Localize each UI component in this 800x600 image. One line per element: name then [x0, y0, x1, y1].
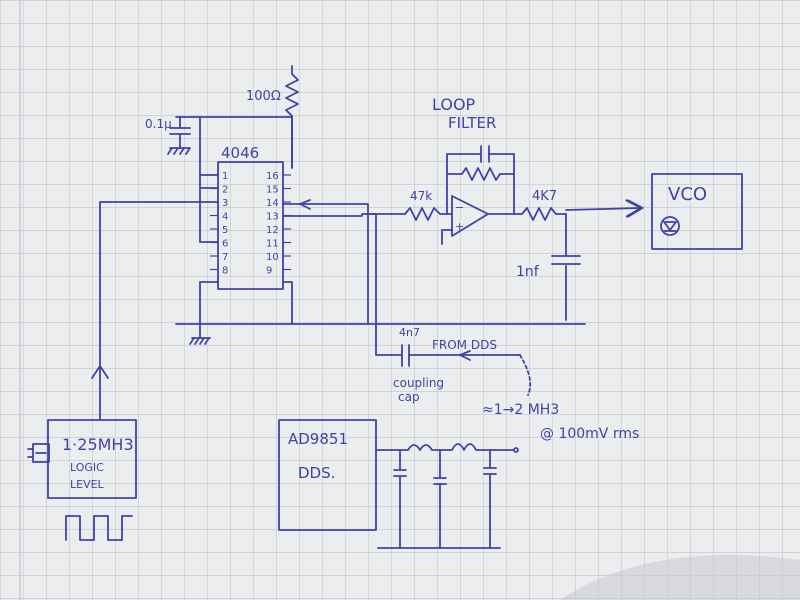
op-amp — [451, 195, 489, 237]
dds-coupling: 4n7 FROM DDS coupling cap ≈1→2 MH3 @ 100… — [393, 326, 639, 442]
pin14-arrow — [299, 199, 311, 210]
resistor-47k-label: 47k — [410, 189, 432, 203]
dds-signal-link — [519, 354, 532, 396]
filter-cap-label: 1nf — [516, 264, 540, 280]
decoupling-cap-label: 0.1µ — [145, 117, 172, 131]
dds-block: AD9851 DDS. — [278, 419, 519, 549]
coupling-cap-label-1: coupling — [393, 376, 444, 390]
oscillator-block: 1·25MH3 LOGIC LEVEL — [27, 419, 137, 541]
square-wave-icon — [65, 515, 133, 541]
ground-symbol — [167, 147, 191, 155]
left-pin-number: 5 — [222, 225, 228, 236]
resistor-100r: 100Ω — [246, 65, 299, 169]
right-pin-number: 15 — [266, 185, 279, 196]
vco-block: VCO — [651, 173, 743, 250]
pll-body — [217, 161, 284, 290]
oscillator-type-2: LEVEL — [70, 478, 105, 491]
resistor-4k7 — [487, 207, 567, 221]
varactor-icon — [660, 216, 680, 236]
ground-bus — [175, 281, 586, 345]
crystal-icon — [32, 443, 50, 463]
right-pin-number: 12 — [266, 225, 279, 236]
dds-box — [278, 419, 377, 531]
right-pin-number: 11 — [266, 239, 279, 250]
right-pin-number: 13 — [266, 212, 279, 223]
right-pin-number: 9 — [266, 266, 272, 277]
oscillator-frequency: 1·25MH3 — [62, 435, 134, 454]
left-pin-number: 7 — [222, 252, 228, 263]
from-dds-label: FROM DDS — [432, 338, 497, 352]
left-pin-number: 3 — [222, 198, 228, 209]
oscillator-type-1: LOGIC — [70, 461, 104, 474]
control-voltage-wire — [565, 208, 640, 210]
feedback-network — [446, 153, 515, 215]
page-curl-shadow — [560, 555, 800, 600]
osc-arrow — [91, 365, 109, 379]
dds-label: DDS. — [298, 464, 335, 482]
right-pin-number: 10 — [266, 252, 279, 263]
loop-filter-title-2: FILTER — [448, 114, 496, 132]
pll-right-pins: 16 15 14 13 12 11 10 9 — [266, 171, 291, 277]
coupling-cap-label-2: cap — [398, 390, 420, 404]
oscillator-box — [47, 419, 137, 499]
pin13-wire — [282, 213, 406, 217]
resistor-47k — [404, 207, 453, 221]
loop-filter-title-1: LOOP — [432, 95, 476, 114]
coupling-cap-value: 4n7 — [399, 326, 420, 339]
vco-box — [651, 173, 743, 250]
dds-chip-name: AD9851 — [288, 430, 348, 448]
frequency-range: ≈1→2 MH3 — [482, 402, 559, 418]
reconstruction-filter — [375, 443, 515, 451]
right-pin-number: 16 — [266, 171, 279, 182]
right-pin-number: 14 — [266, 198, 279, 209]
left-pin-number: 1 — [222, 171, 228, 182]
amplitude-label: @ 100mV rms — [540, 426, 639, 442]
osc-to-pin3-wire — [99, 201, 219, 421]
loop-filter: LOOP FILTER 47k − + 4K7 1nf — [404, 95, 581, 321]
pll-name: 4046 — [221, 144, 259, 162]
op-amp-plus: + — [455, 220, 464, 233]
resistor-4k7-label: 4K7 — [532, 189, 557, 204]
left-pin-number: 8 — [222, 266, 228, 277]
vco-label: VCO — [668, 184, 707, 205]
left-pin-number: 2 — [222, 185, 228, 196]
left-pin-number: 4 — [222, 212, 228, 223]
left-pin-number: 6 — [222, 239, 228, 250]
resistor-100r-label: 100Ω — [246, 89, 281, 104]
op-amp-minus: − — [455, 201, 464, 214]
